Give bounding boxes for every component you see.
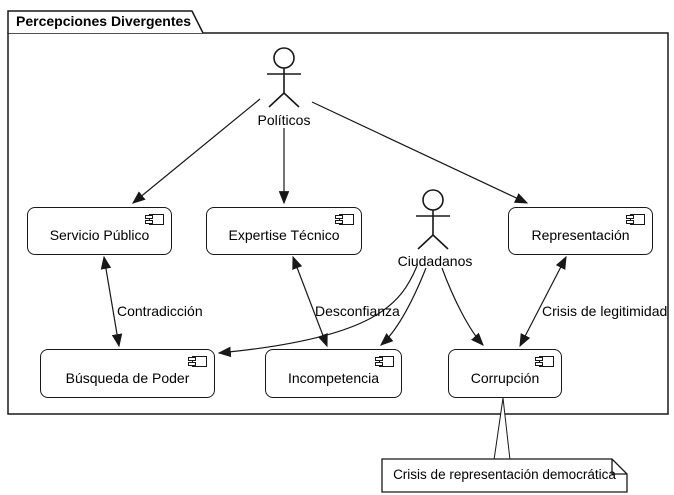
edge-politicos-representacion	[311, 101, 529, 204]
component-label: Corrupción	[470, 369, 540, 386]
component-icon	[375, 356, 394, 367]
actor-head	[422, 189, 444, 211]
component-label: Servicio Público	[49, 227, 150, 243]
component-label: Representación	[531, 227, 630, 243]
component-icon	[626, 214, 645, 225]
note-text: Crisis de representación democrática	[393, 467, 616, 482]
note-fold-corner	[611, 459, 627, 475]
edge-expertise-incompetencia	[292, 255, 328, 348]
edge-label-contradiccion: Contradicción	[117, 303, 203, 319]
edge-ciudadanos-busqueda	[217, 265, 418, 358]
actor-label-ciudadanos: Ciudadanos	[397, 253, 473, 269]
component-icon	[188, 356, 207, 367]
component-icon	[335, 214, 354, 225]
component-servicio-publico: Servicio Público	[27, 207, 172, 255]
component-icon	[535, 356, 554, 367]
component-expertise-tecnico: Expertise Técnico	[206, 207, 362, 255]
edge-ciudadanos-incompetencia	[380, 267, 427, 346]
component-label: Expertise Técnico	[228, 227, 340, 243]
relation-edges	[100, 98, 567, 358]
actor-label-politicos: Políticos	[257, 112, 311, 128]
actor-ciudadanos-figure	[416, 189, 450, 250]
actor-head	[273, 47, 295, 69]
component-icon	[145, 214, 164, 225]
edge-label-desconfianza: Desconfianza	[315, 303, 400, 319]
component-busqueda-de-poder: Búsqueda de Poder	[40, 349, 215, 398]
component-incompetencia: Incompetencia	[265, 349, 402, 398]
component-representacion: Representación	[508, 207, 653, 255]
edge-politicos-servicio	[131, 98, 261, 204]
note-shape	[381, 458, 628, 493]
edge-ciudadanos-corrupcion	[441, 267, 484, 346]
edge-servicio-busqueda	[100, 255, 123, 348]
edge-label-crisis-de-legitimidad: Crisis de legitimidad	[542, 303, 668, 319]
component-label: Incompetencia	[287, 369, 380, 386]
component-label: Búsqueda de Poder	[65, 369, 190, 386]
component-corrupcion: Corrupción	[448, 349, 562, 398]
package-tab	[7, 10, 204, 34]
note-group	[381, 397, 628, 493]
edge-representacion-corrupcion	[519, 255, 567, 348]
actor-politicos-figure	[267, 47, 301, 108]
package-title: Percepciones Divergentes	[16, 13, 192, 29]
